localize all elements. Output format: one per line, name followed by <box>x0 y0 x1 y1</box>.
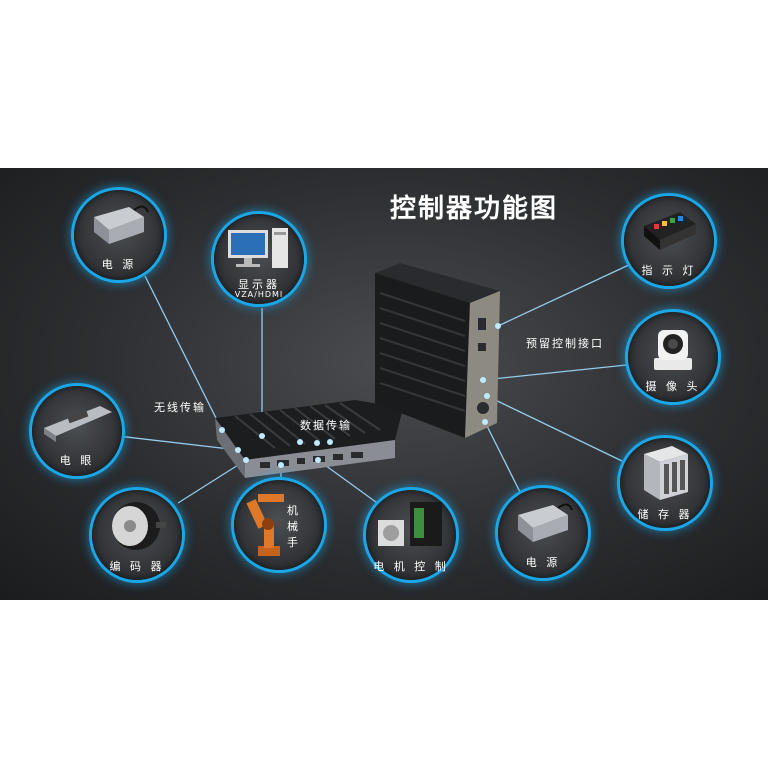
node-motor-control: 电 机 控 制 <box>366 490 456 580</box>
indicator-light-icon <box>644 212 696 250</box>
encoder-icon <box>112 502 166 550</box>
motor-control-label: 电 机 控 制 <box>373 560 449 573</box>
node-robot-arm: 机 械 手 <box>234 480 324 570</box>
robot-arm-label-2: 械 <box>287 520 301 533</box>
connection-dots <box>219 323 501 468</box>
node-display: 显示器 VZA/HDMI <box>214 214 304 304</box>
storage-icon <box>644 446 688 500</box>
wireless-label: 无线传输 <box>154 401 206 414</box>
data-transfer-label: 数据传输 <box>300 419 352 432</box>
photoelectric-sensor-icon <box>44 406 112 442</box>
robot-arm-icon <box>246 494 284 556</box>
power-supply-icon <box>518 503 573 542</box>
display-sub-label: VZA/HDMI <box>234 290 284 299</box>
controller-rear <box>375 263 500 438</box>
diagram-title: 控制器功能图 <box>390 194 559 224</box>
power-bottom-label: 电 源 <box>525 556 561 569</box>
electric-eye-label: 电 眼 <box>59 454 95 467</box>
display-label: 显示器 <box>238 278 280 291</box>
robot-arm-label-1: 机 <box>287 504 301 517</box>
monitor-icon <box>228 228 288 268</box>
power-supply-icon <box>94 205 149 244</box>
node-storage: 储 存 器 <box>620 438 710 528</box>
encoder-label: 编 码 器 <box>109 560 165 573</box>
node-power-top: 电 源 <box>74 190 164 280</box>
node-electric-eye: 电 眼 <box>32 386 122 476</box>
node-camera: 摄 像 头 <box>628 312 718 402</box>
node-power-bottom: 电 源 <box>498 488 588 578</box>
storage-label: 储 存 器 <box>637 508 693 521</box>
motor-icon <box>378 502 442 546</box>
node-encoder: 编 码 器 <box>92 490 182 580</box>
reserved-port-label: 预留控制接口 <box>526 337 604 350</box>
diagram-stage: 控制器功能图 <box>0 168 768 600</box>
node-indicator: 指 示 灯 <box>624 196 714 286</box>
indicator-label: 指 示 灯 <box>641 264 697 277</box>
camera-label: 摄 像 头 <box>645 380 701 393</box>
robot-arm-label-3: 手 <box>287 536 301 549</box>
power-top-label: 电 源 <box>101 258 137 271</box>
camera-icon <box>654 330 692 370</box>
